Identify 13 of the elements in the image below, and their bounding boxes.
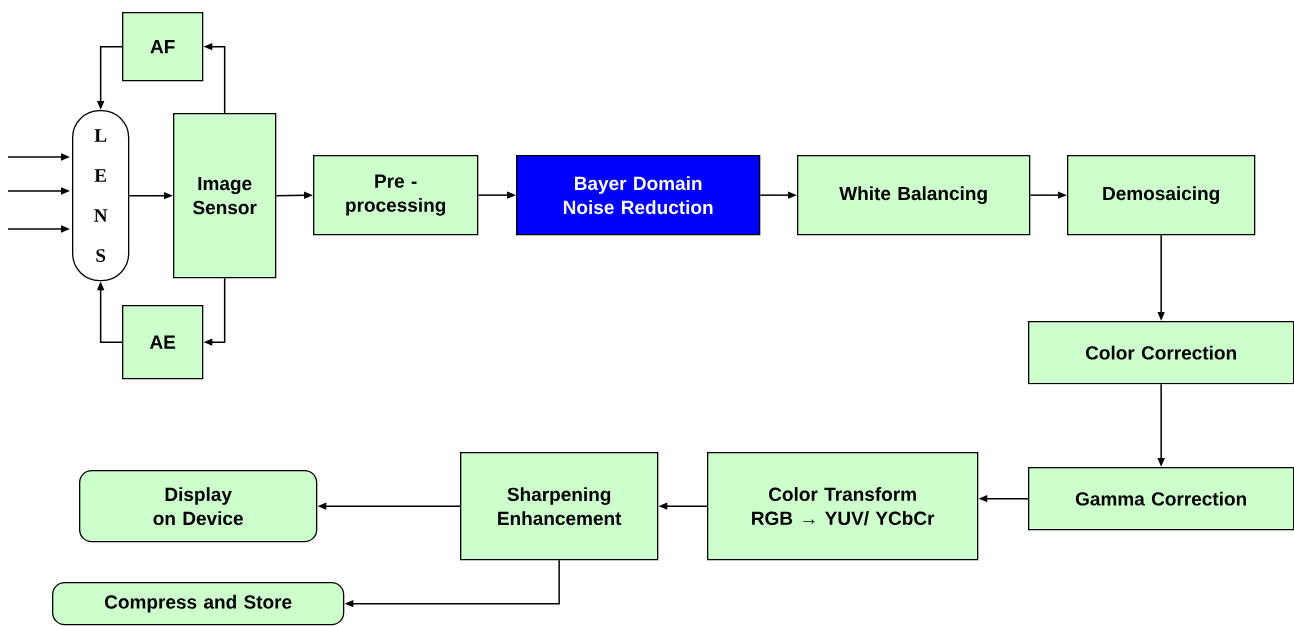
process-box: AF bbox=[122, 12, 204, 82]
output-box: Display on Device bbox=[79, 470, 318, 543]
process-box: Color Correction bbox=[1028, 321, 1294, 385]
process-box: Image Sensor bbox=[173, 113, 277, 279]
process-box: Demosaicing bbox=[1067, 155, 1256, 236]
process-box: Gamma Correction bbox=[1028, 467, 1294, 531]
process-box: Color Transform RGB → YUV/ YCbCr bbox=[707, 452, 979, 561]
process-box: AE bbox=[122, 305, 204, 380]
process-box: White Balancing bbox=[797, 155, 1031, 236]
process-box: Bayer Domain Noise Reduction bbox=[516, 155, 761, 236]
process-box: Sharpening Enhancement bbox=[460, 452, 659, 561]
process-box: Pre - processing bbox=[313, 155, 479, 236]
output-box: Compress and Store bbox=[52, 582, 345, 626]
